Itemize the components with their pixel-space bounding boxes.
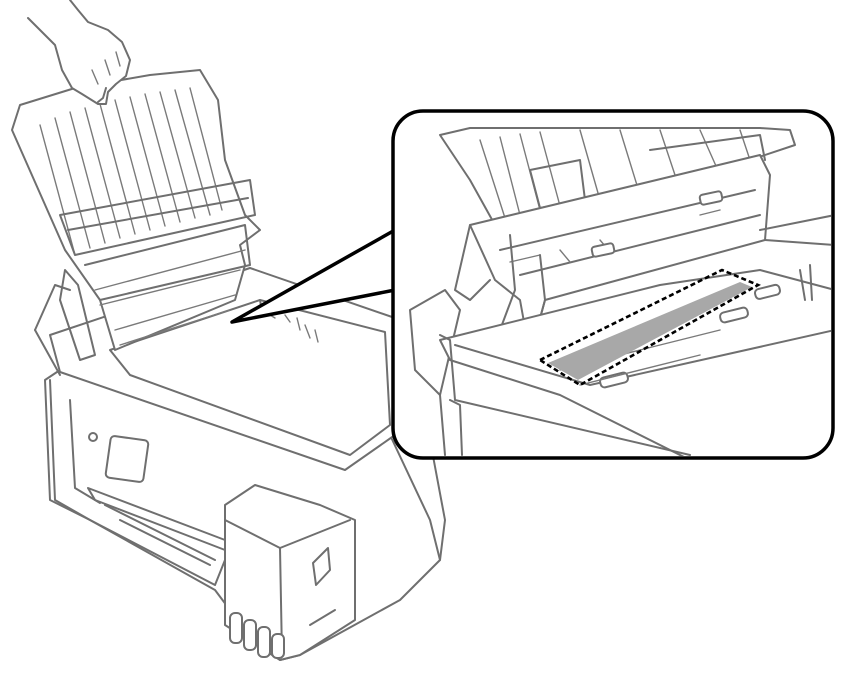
- highlight-dashed-outline: [537, 268, 761, 387]
- roller: [719, 306, 749, 324]
- ink-slot: [243, 619, 257, 651]
- ink-slot: [257, 626, 271, 658]
- roller: [599, 371, 629, 389]
- roller: [753, 283, 781, 300]
- power-button-icon: [88, 432, 98, 442]
- ink-slot: [229, 612, 243, 644]
- control-panel-screen: [104, 435, 150, 483]
- ink-slot: [271, 633, 285, 659]
- zoom-callout: [391, 109, 835, 460]
- hand-icon: [27, 0, 131, 105]
- scanner-glass-strip: [548, 282, 752, 380]
- adf-cover: [11, 69, 261, 376]
